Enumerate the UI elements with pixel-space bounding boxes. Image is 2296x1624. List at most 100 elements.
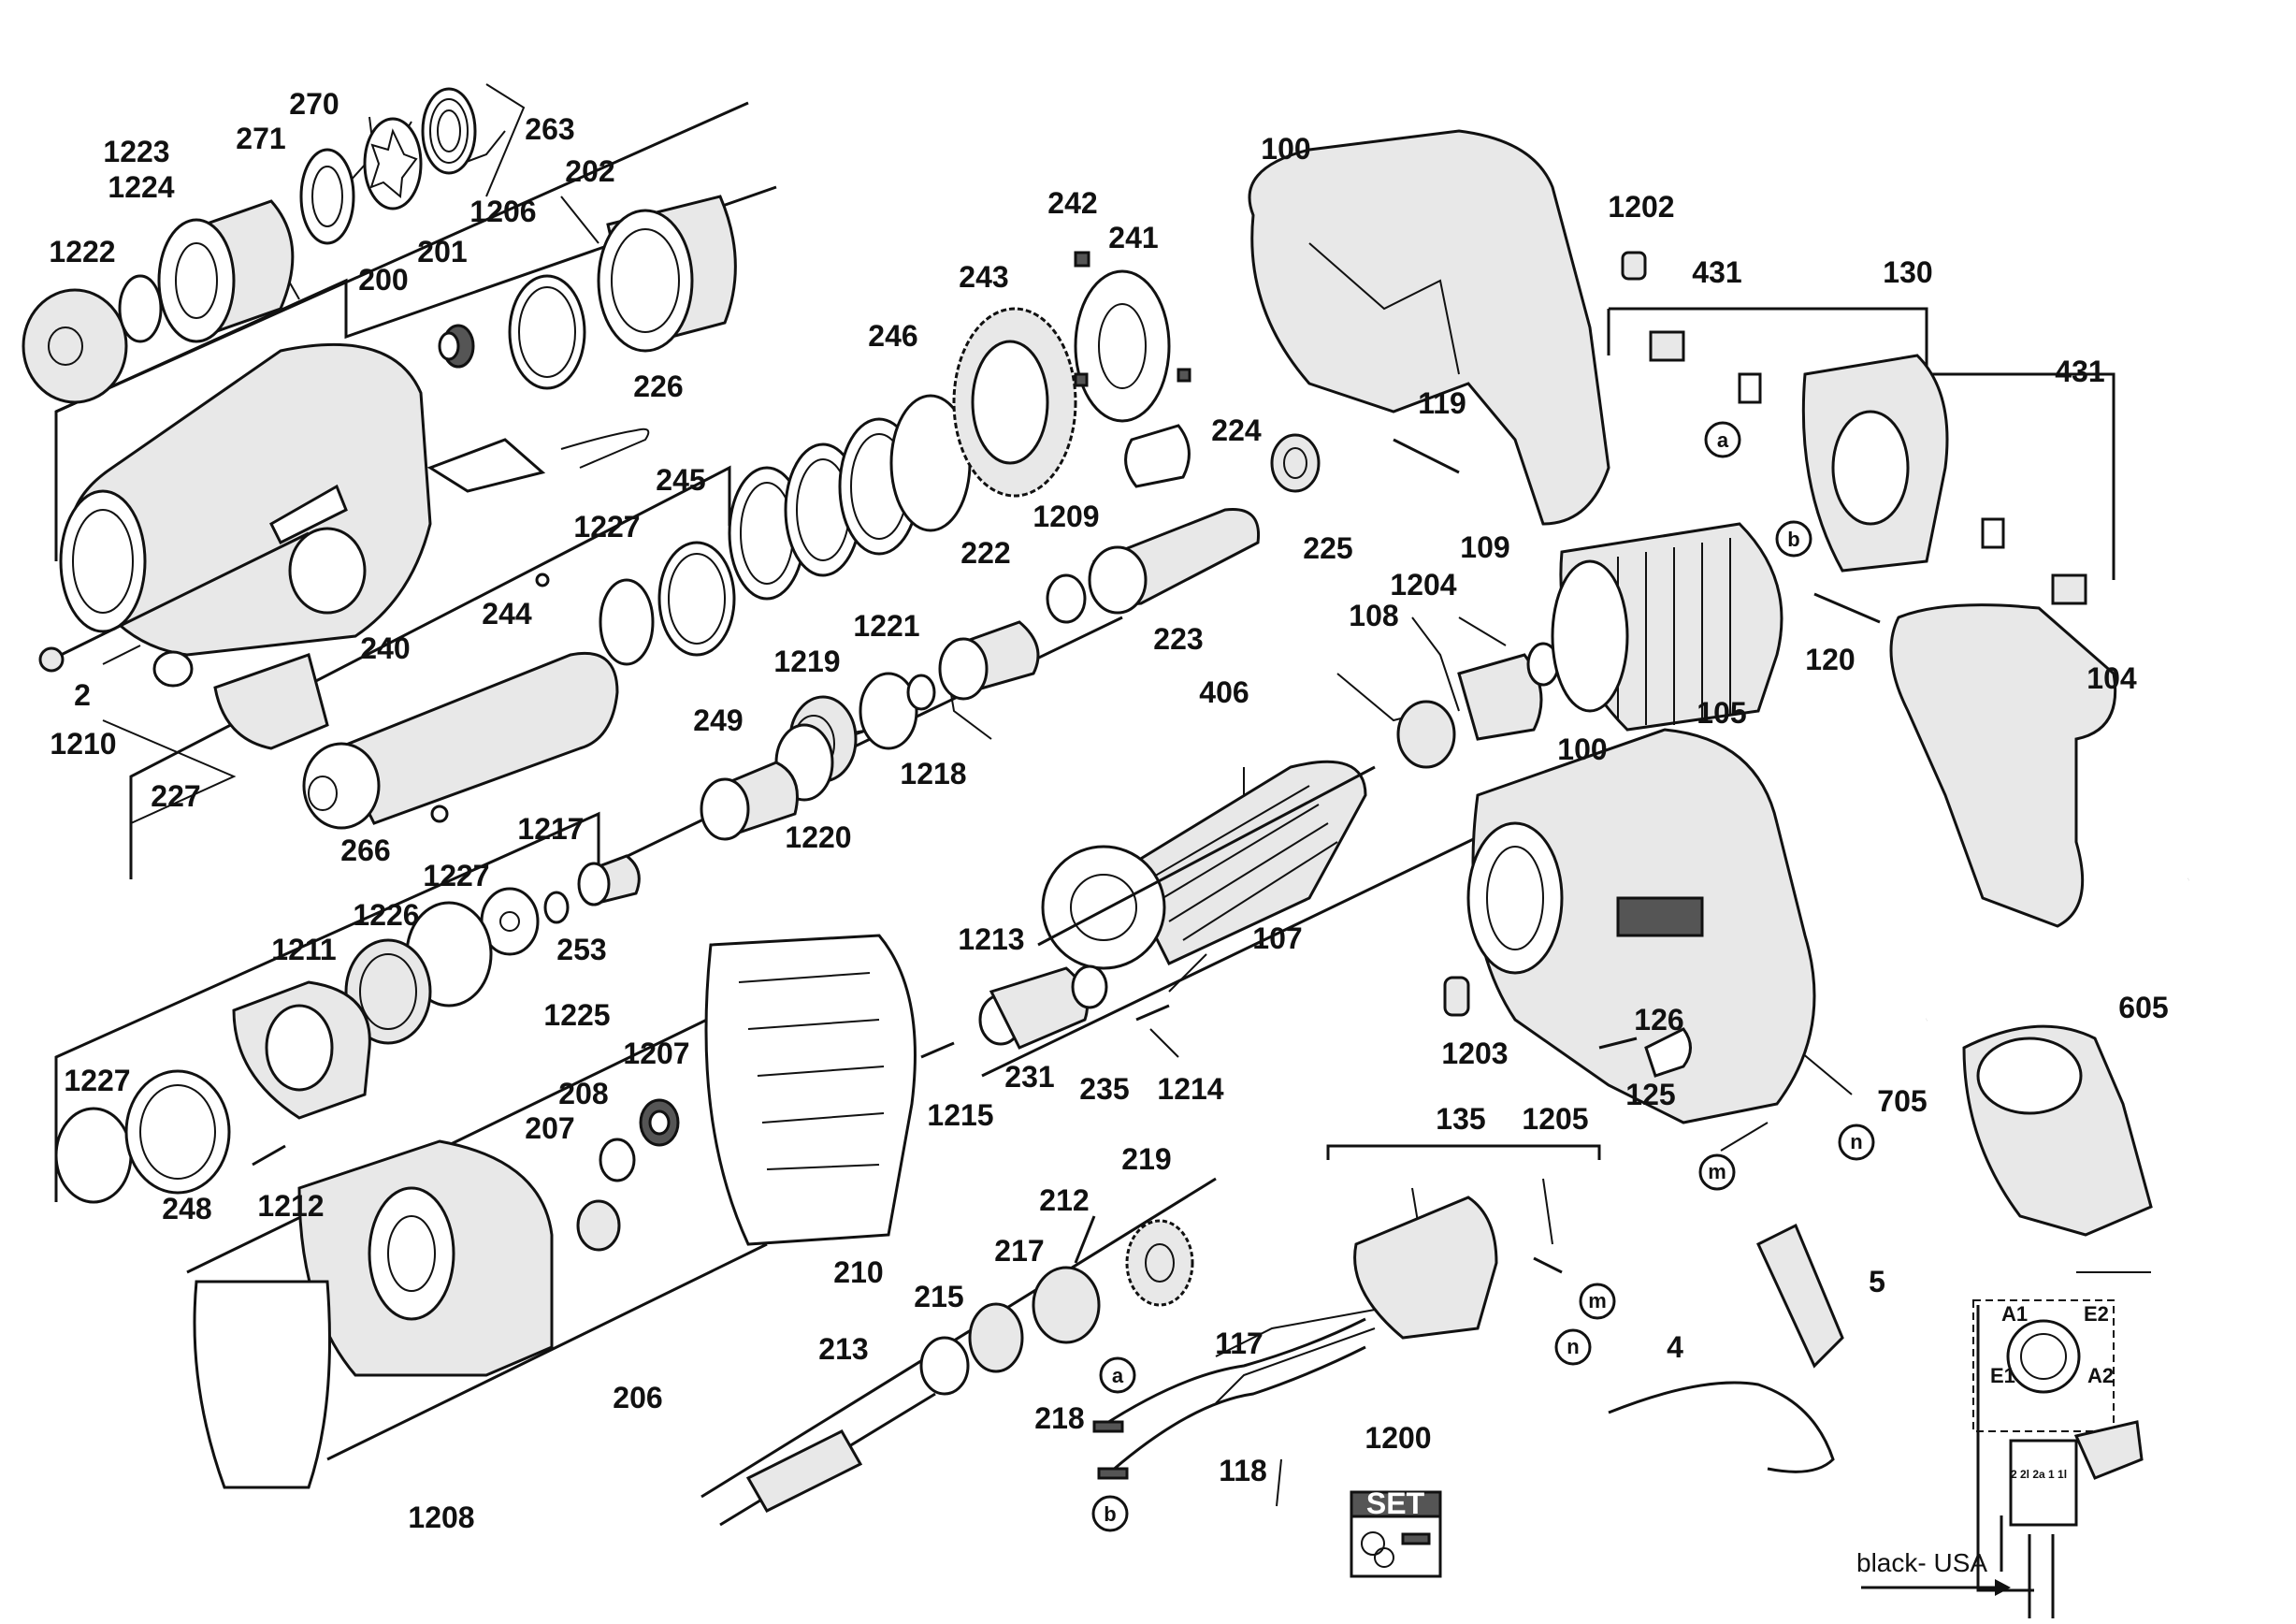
part-1222 xyxy=(22,288,128,404)
wiring-pins: 2 2l 2a 1 1l xyxy=(2011,1468,2067,1481)
part-107 xyxy=(1041,845,1166,970)
label-1212: 1212 xyxy=(257,1189,324,1223)
wiring-box xyxy=(1972,1299,2115,1432)
label-5: 5 xyxy=(1869,1265,1885,1298)
label-225: 225 xyxy=(1303,531,1352,565)
part-431-a xyxy=(1649,330,1685,362)
callout-n-cord: n xyxy=(1850,1130,1862,1153)
label-242: 242 xyxy=(1047,186,1097,220)
label-406: 406 xyxy=(1199,675,1249,709)
label-215: 215 xyxy=(914,1280,963,1313)
part-118 xyxy=(1103,1345,1366,1480)
label-1226: 1226 xyxy=(353,898,419,932)
label-2: 2 xyxy=(74,678,91,712)
label-705: 705 xyxy=(1877,1084,1927,1118)
label-1202: 1202 xyxy=(1608,190,1674,224)
part-1202 xyxy=(1621,251,1647,281)
label-107: 107 xyxy=(1252,921,1302,955)
label-1220: 1220 xyxy=(785,820,851,854)
part-100-top xyxy=(1248,129,1610,526)
set-label: SET xyxy=(1366,1486,1425,1520)
part-1212 xyxy=(252,1144,286,1167)
label-224: 224 xyxy=(1211,413,1262,447)
part-215 xyxy=(919,1336,970,1396)
label-1200: 1200 xyxy=(1365,1421,1431,1455)
label-202: 202 xyxy=(565,154,614,188)
label-206: 206 xyxy=(613,1381,662,1414)
label-246: 246 xyxy=(868,319,917,353)
label-1205: 1205 xyxy=(1522,1102,1588,1136)
part-235 xyxy=(1071,964,1108,1009)
label-270: 270 xyxy=(289,87,339,121)
label-1225: 1225 xyxy=(543,998,610,1032)
label-219: 219 xyxy=(1121,1142,1171,1176)
label-109: 109 xyxy=(1460,530,1509,564)
label-431-a: 431 xyxy=(1692,255,1741,289)
label-1223: 1223 xyxy=(103,135,169,168)
label-1204: 1204 xyxy=(1390,568,1456,602)
label-213: 213 xyxy=(818,1332,868,1366)
part-1215 xyxy=(920,1041,955,1059)
part-1203 xyxy=(1443,976,1470,1017)
part-5 xyxy=(1756,1223,1844,1369)
part-4 xyxy=(1608,1381,1835,1473)
label-1227-c: 1227 xyxy=(64,1064,130,1097)
label-1213: 1213 xyxy=(958,922,1024,956)
label-1215: 1215 xyxy=(927,1098,993,1132)
label-1206: 1206 xyxy=(469,195,536,228)
label-223: 223 xyxy=(1153,622,1203,656)
part-1221 xyxy=(859,672,918,750)
part-104 xyxy=(1889,603,2117,928)
label-217: 217 xyxy=(994,1234,1044,1268)
label-240: 240 xyxy=(360,631,410,665)
callout-n-switch: n xyxy=(1567,1335,1579,1358)
label-235: 235 xyxy=(1079,1072,1129,1106)
callout-b-bottom: b xyxy=(1104,1502,1116,1526)
label-263: 263 xyxy=(525,112,574,146)
part-2 xyxy=(51,531,310,661)
wiring-e2: E2 xyxy=(2084,1302,2109,1326)
part-1210 xyxy=(152,650,194,688)
part-208 xyxy=(599,1138,636,1182)
label-266: 266 xyxy=(340,834,390,867)
label-118: 118 xyxy=(1219,1454,1267,1487)
label-1222: 1222 xyxy=(49,235,115,268)
label-227: 227 xyxy=(151,779,200,813)
callout-m-cord: m xyxy=(1708,1160,1726,1183)
label-108: 108 xyxy=(1349,599,1398,632)
label-125: 125 xyxy=(1625,1078,1675,1111)
label-4: 4 xyxy=(1667,1330,1683,1364)
label-1208: 1208 xyxy=(408,1501,474,1534)
label-249: 249 xyxy=(693,703,743,737)
label-1217: 1217 xyxy=(517,812,584,846)
part-244 xyxy=(535,573,550,587)
part-245 xyxy=(657,541,736,657)
label-104: 104 xyxy=(2087,661,2137,695)
part-226 xyxy=(560,428,650,469)
part-labels: 270 263 1223 271 1224 202 1206 1222 201 … xyxy=(49,87,2168,1534)
wiring-a2: A2 xyxy=(2087,1364,2114,1387)
label-1209: 1209 xyxy=(1032,500,1099,533)
label-207: 207 xyxy=(525,1111,574,1145)
label-120: 120 xyxy=(1805,643,1855,676)
parts xyxy=(22,87,2190,1618)
part-1209 xyxy=(1046,573,1087,624)
label-1219: 1219 xyxy=(773,645,840,678)
part-108 xyxy=(1396,700,1456,769)
label-1203: 1203 xyxy=(1441,1037,1508,1070)
part-1204 xyxy=(1457,653,1543,741)
callout-b-top: b xyxy=(1787,528,1799,551)
part-1214 xyxy=(1135,1004,1170,1022)
label-200: 200 xyxy=(358,263,408,297)
label-1218: 1218 xyxy=(900,757,966,790)
label-208: 208 xyxy=(558,1077,608,1110)
part-1227-a xyxy=(599,578,655,666)
part-1206 xyxy=(508,274,586,390)
part-120 xyxy=(1813,592,1881,624)
label-431-b: 431 xyxy=(2055,355,2104,388)
part-242 xyxy=(1074,251,1090,268)
label-201: 201 xyxy=(417,235,467,268)
label-226: 226 xyxy=(633,370,683,403)
part-1227-c xyxy=(54,1107,133,1204)
